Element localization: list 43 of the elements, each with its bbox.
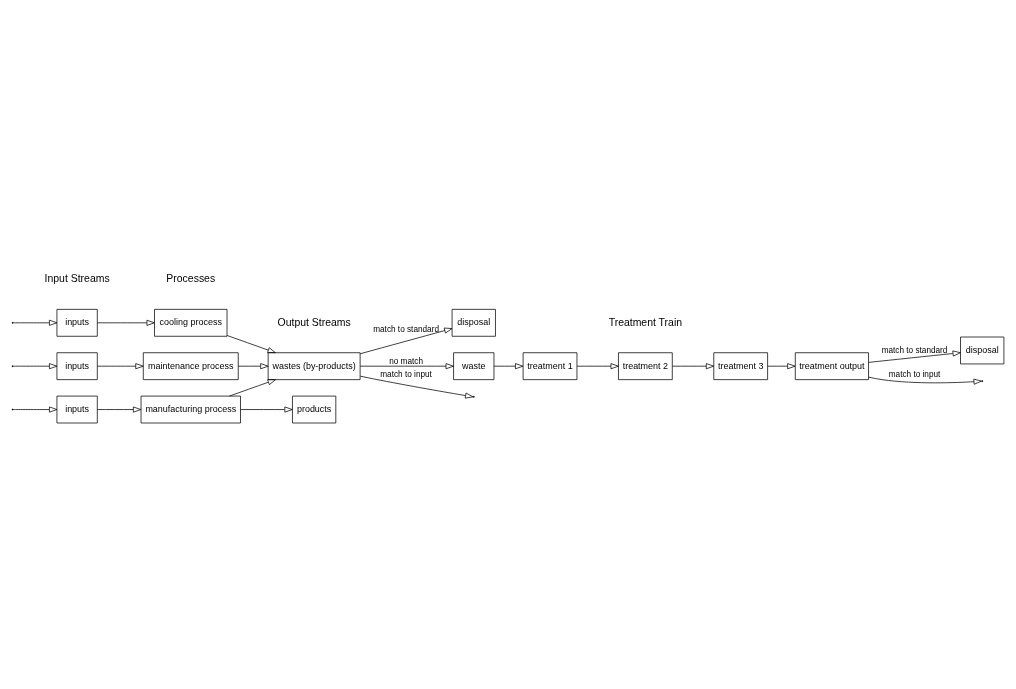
edge-label: match to standard — [881, 345, 948, 355]
arrow — [576, 363, 619, 370]
arrow — [12, 406, 58, 413]
arrow — [97, 406, 142, 413]
arrow — [97, 363, 144, 370]
arrow — [240, 406, 293, 413]
node-box: maintenance process — [142, 352, 239, 380]
label: Processes — [166, 273, 216, 285]
node-box: products — [292, 395, 337, 424]
node-box: cooling process — [154, 309, 228, 337]
arrow — [767, 363, 796, 370]
arrow — [359, 363, 454, 370]
arrow — [229, 379, 276, 397]
node-box: treatment 1 — [522, 352, 578, 380]
edge-label: match to input — [888, 370, 941, 380]
arrow — [672, 363, 715, 370]
node-box: treatment 2 — [618, 352, 673, 380]
node-box: inputs — [56, 352, 98, 380]
label: Output Streams — [277, 316, 351, 328]
arrow — [359, 375, 474, 399]
arrow — [359, 327, 453, 355]
node-box: manufacturing process — [140, 395, 241, 424]
arrow — [868, 376, 982, 385]
edge-label: match to standard — [373, 324, 439, 334]
arrow — [237, 363, 269, 370]
label: Treatment Train — [608, 316, 683, 328]
node-box: inputs — [56, 395, 98, 424]
edge-label: no match — [389, 356, 424, 366]
arrow — [493, 363, 524, 370]
node-box: wastes (by-products) — [267, 352, 361, 380]
arrow — [12, 319, 58, 326]
arrow — [12, 363, 58, 370]
arrow — [868, 350, 961, 363]
node-box: inputs — [56, 309, 98, 337]
edge-label: match to input — [380, 369, 432, 379]
arrow — [97, 319, 155, 326]
node-box: treatment 3 — [713, 352, 768, 380]
node-box: waste — [453, 352, 495, 380]
label: Input Streams — [44, 273, 110, 285]
node-box: disposal — [451, 309, 496, 337]
node-box: disposal — [960, 336, 1005, 365]
node-box: treatment output — [794, 352, 869, 380]
arrow — [226, 335, 276, 354]
